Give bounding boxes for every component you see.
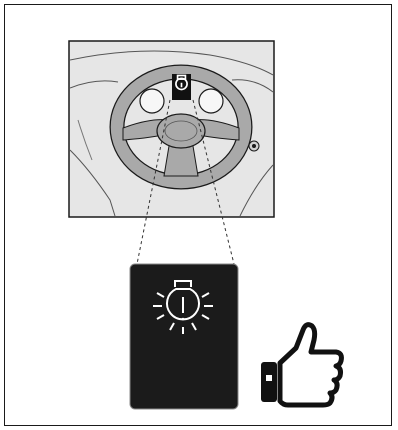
light-ray	[191, 322, 197, 331]
dashboard-contour	[70, 50, 273, 76]
steering-wheel-rim	[110, 65, 252, 189]
light-ray	[156, 314, 165, 320]
dashboard-contour	[77, 119, 93, 161]
light-ray	[201, 292, 210, 298]
light-ray	[169, 322, 175, 331]
thumb-cuff	[261, 362, 277, 402]
thumbs-up-icon	[261, 322, 344, 408]
zoom-line-left	[136, 99, 171, 265]
dashboard-contour	[239, 164, 273, 216]
zoom-line-right	[192, 99, 235, 265]
light-ray	[156, 292, 165, 298]
thumb-cuff-button	[266, 375, 272, 381]
dashboard-illustration	[68, 40, 275, 218]
ignition-keyhole	[252, 144, 256, 148]
exclamation-dot	[181, 317, 185, 321]
bulb-outline	[166, 288, 200, 321]
indicator-closeup	[129, 263, 239, 410]
light-ray	[201, 314, 210, 320]
dashboard-contour	[70, 80, 119, 89]
thumb-hand	[277, 322, 344, 408]
dashboard-contour	[70, 149, 116, 216]
left-gauge	[139, 88, 165, 114]
dashboard-contour	[231, 79, 273, 93]
steering-wheel-hub-inner	[164, 120, 198, 142]
bulb-warning-icon	[153, 280, 213, 334]
right-gauge	[198, 88, 224, 114]
cluster-bulb-icon	[175, 74, 188, 91]
indicator-panel	[129, 263, 239, 410]
steering-wheel-hub	[156, 113, 206, 149]
